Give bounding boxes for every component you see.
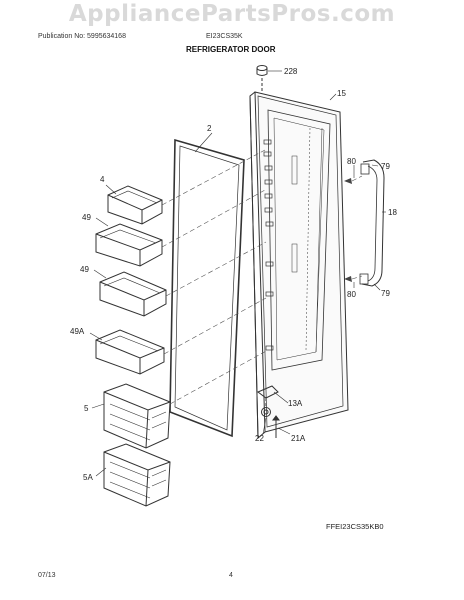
can-dispenser-bin	[103, 443, 171, 507]
label-49-lower: 49	[80, 265, 89, 274]
label-80-top: 80	[347, 157, 356, 166]
can-rack	[103, 383, 171, 449]
door-bin-49a	[95, 329, 165, 375]
hinge-pin	[272, 415, 280, 438]
model-number: EI23CS35K	[206, 33, 243, 40]
hinge-bushing-bottom	[261, 407, 271, 417]
leader-lines	[89, 70, 386, 477]
hinge-bushing-top	[256, 65, 268, 92]
door-outer-panel	[249, 91, 349, 440]
door-bin-2	[95, 223, 163, 267]
label-79-top: 79	[381, 162, 390, 171]
page-title: REFRIGERATOR DOOR	[186, 45, 276, 54]
label-5: 5	[84, 404, 89, 413]
label-79-bottom: 79	[381, 289, 390, 298]
label-13a: 13A	[288, 399, 303, 408]
door-gasket	[169, 138, 245, 438]
label-18: 18	[388, 208, 397, 217]
diagram-code: FFEI23CS35KB0	[326, 522, 384, 531]
label-49-upper: 49	[82, 213, 91, 222]
bottom-hinge-bracket	[257, 385, 279, 406]
publication-number: Publication No: 5995634168	[38, 33, 126, 40]
label-80-bottom: 80	[347, 290, 356, 299]
label-5a: 5A	[83, 473, 93, 482]
handle-screws	[344, 178, 352, 282]
door-handle	[359, 159, 385, 287]
label-4: 4	[100, 175, 105, 184]
door-liner	[267, 109, 331, 371]
label-49a: 49A	[70, 327, 85, 336]
label-228: 228	[284, 67, 298, 76]
label-2: 2	[207, 124, 212, 133]
label-21a: 21A	[291, 434, 306, 443]
door-bin-top	[107, 185, 163, 225]
label-15: 15	[337, 89, 346, 98]
footer-date: 07/13	[38, 572, 56, 579]
door-bin-3	[99, 271, 167, 317]
footer-page-number: 4	[229, 572, 233, 579]
watermark: AppliancePartsPros.com	[68, 1, 396, 27]
label-22: 22	[255, 434, 264, 443]
door-shelf-rails	[263, 139, 298, 351]
explode-lines	[161, 149, 363, 405]
